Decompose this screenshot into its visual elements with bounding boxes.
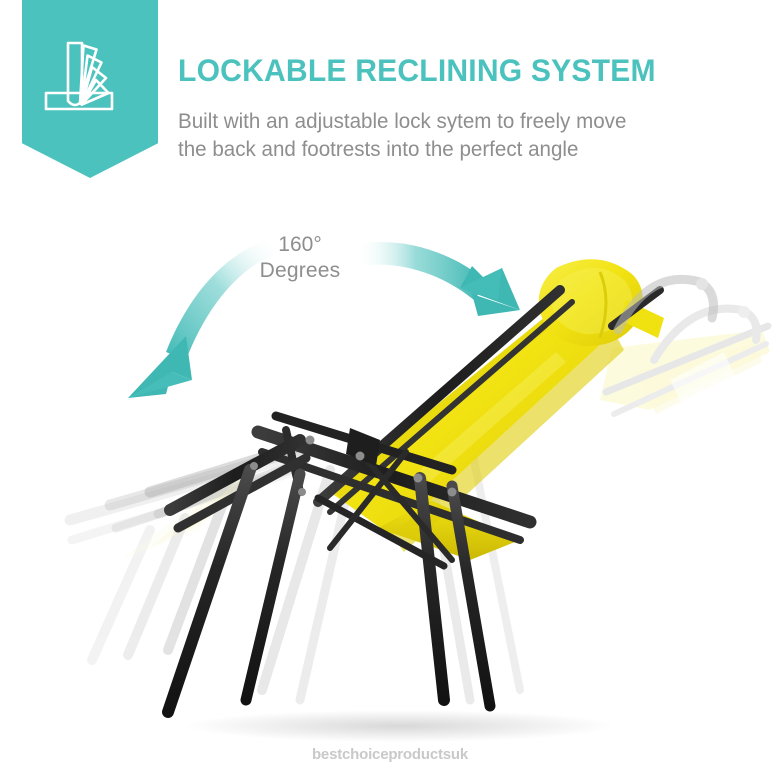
page-subtitle-line-1: Built with an adjustable lock sytem to f…: [178, 110, 627, 133]
page-subtitle: Built with an adjustable lock sytem to f…: [178, 108, 766, 164]
chair-frame: [162, 285, 664, 718]
frame-rivets: [250, 435, 457, 497]
angle-unit: Degrees: [259, 259, 341, 282]
page-subtitle-line-2: the back and footrests into the perfect …: [178, 138, 579, 161]
feature-badge: [22, 0, 158, 178]
armrest-ghost: [613, 274, 718, 335]
page-title: LOCKABLE RECLINING SYSTEM: [178, 52, 656, 88]
brand-watermark: bestchoiceproductsuk: [311, 746, 469, 763]
angle-value: 160°: [278, 233, 322, 256]
reclined-position-ghost: [600, 304, 772, 417]
angle-annotation: 160° Degrees: [238, 232, 362, 284]
reclining-chair-icon: [44, 41, 114, 111]
